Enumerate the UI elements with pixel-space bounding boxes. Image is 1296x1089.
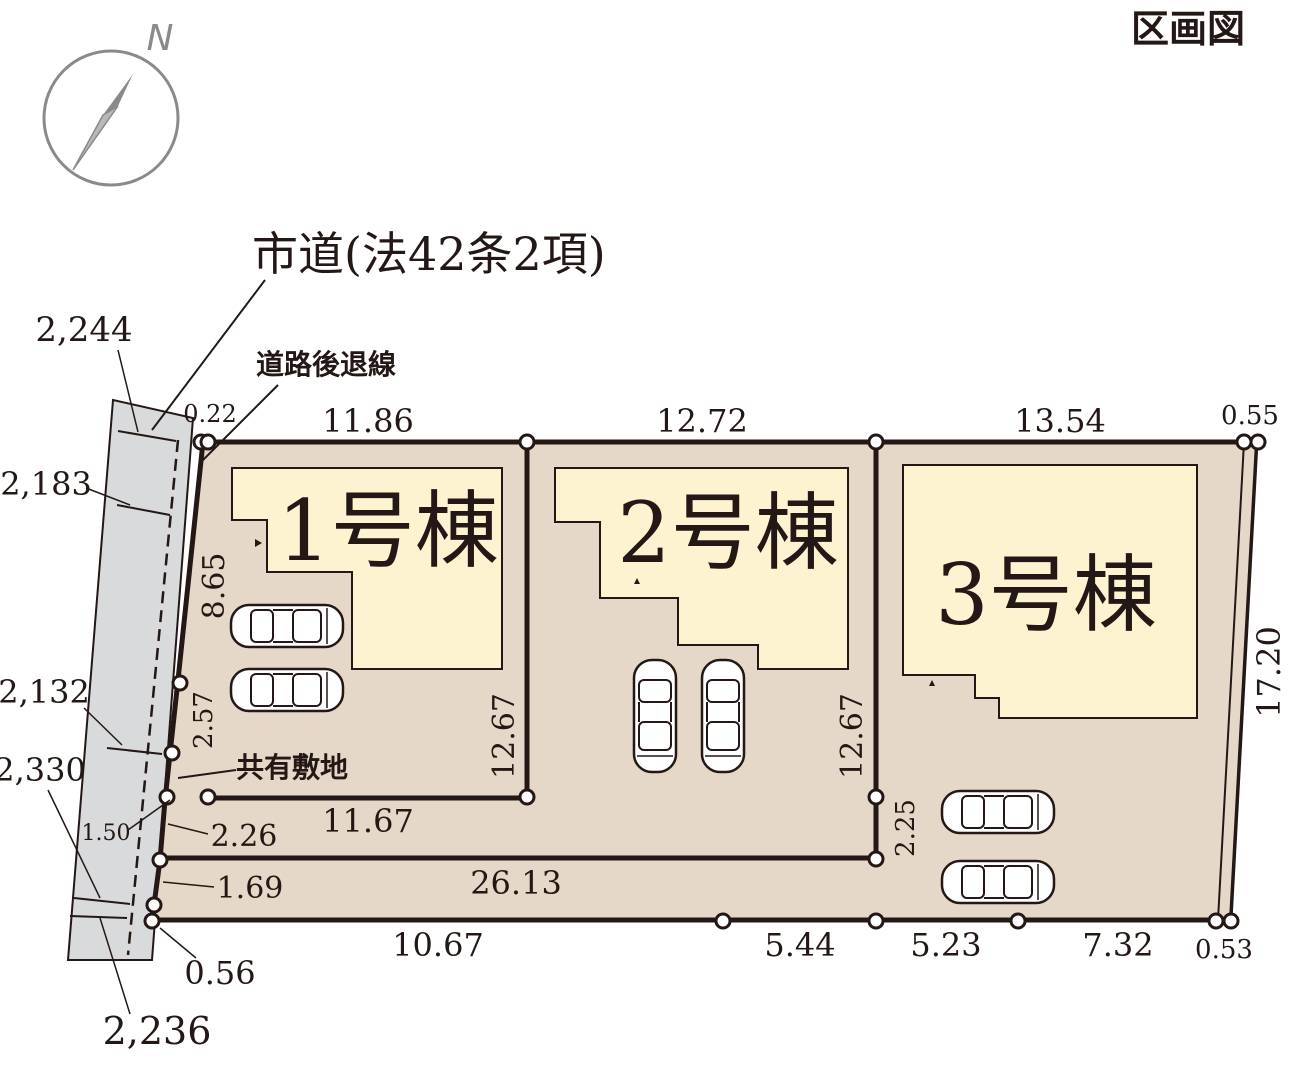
- shared-land-leader: [177, 769, 237, 779]
- setback-label: 道路後退線: [256, 348, 396, 381]
- building-3-label: 3号棟: [935, 546, 1156, 644]
- road-width-label: 2,330: [0, 751, 86, 789]
- compass: N: [42, 18, 180, 187]
- dim-top-lot1: 11.86: [322, 402, 414, 440]
- road-label-leader: [151, 279, 266, 431]
- dim-shared-left: 2.26: [211, 819, 278, 854]
- road-width-label: 2,132: [0, 673, 90, 711]
- dim-lot1-drive: 2.57: [189, 691, 219, 749]
- dim-bottom-corner-leader: [159, 927, 197, 959]
- dim-top-offset-left: 0.22: [183, 400, 236, 428]
- dim-lot2-right: 12.67: [835, 693, 870, 779]
- dim-top-lot3: 13.54: [1014, 402, 1106, 440]
- road-width-leader: [117, 349, 139, 433]
- dim-lot1-left: 8.65: [197, 553, 232, 620]
- road-width-leader: [83, 707, 123, 746]
- entrance-markers: [255, 539, 935, 686]
- car-icon: [229, 667, 345, 713]
- dim-bottom-left-side-leader: [162, 881, 215, 888]
- dim-bottom-1: 10.67: [392, 926, 484, 964]
- dim-shared-right: 2.25: [891, 799, 921, 857]
- road-width-label: 2,244: [35, 310, 132, 350]
- setback-line: [126, 439, 180, 956]
- building-1-label: 1号棟: [277, 482, 498, 580]
- road-width-bars: [69, 430, 177, 919]
- shared-land-label: 共有敷地: [236, 751, 348, 784]
- setback-label-leader: [202, 384, 279, 461]
- dim-bottom-4: 7.32: [1082, 926, 1153, 964]
- road-width-leader: [47, 789, 101, 899]
- dim-top-offset-right: 0.55: [1221, 401, 1279, 431]
- dim-bottom-left-side: 1.69: [217, 871, 284, 906]
- dim-bottom-3: 5.23: [910, 926, 981, 964]
- north-label: N: [147, 18, 174, 59]
- road-width-label: 2,183: [0, 465, 92, 503]
- dim-shared-left-leader: [167, 823, 209, 835]
- car-icon: [940, 789, 1056, 835]
- building-2-label: 2号棟: [617, 484, 838, 582]
- car-icon: [940, 859, 1056, 905]
- road-width-label: 2,236: [103, 1009, 212, 1053]
- dim-shared-corner-leader: [127, 799, 171, 831]
- road-width-leader: [99, 917, 131, 1015]
- page-title: 区画図: [1131, 7, 1245, 51]
- road-label: 市道(法42条2項): [252, 227, 606, 281]
- dim-right-side: 17.20: [1250, 626, 1288, 718]
- boundary-markers: [143, 433, 1267, 930]
- building-2-footprint: [554, 467, 849, 670]
- dim-bottom-corner: 0.56: [184, 954, 255, 992]
- car-layer: [229, 603, 1056, 905]
- dim-bottom-offset-right: 0.53: [1195, 935, 1253, 965]
- dim-bottom-2: 5.44: [764, 926, 835, 964]
- car-icon: [632, 658, 678, 774]
- building-1-footprint: [231, 467, 503, 670]
- dim-shared-corner: 1.50: [82, 821, 131, 846]
- car-icon: [229, 603, 345, 649]
- car-icon: [700, 658, 746, 774]
- dim-lot1-right: 12.67: [487, 693, 522, 779]
- dim-shared-long: 26.13: [470, 864, 562, 902]
- road-width-leader: [85, 487, 131, 506]
- dim-shared-top: 11.67: [322, 802, 414, 840]
- building-3-footprint: [902, 464, 1198, 719]
- dim-top-lot2: 12.72: [656, 402, 748, 440]
- north-arrow-icon: [72, 74, 133, 171]
